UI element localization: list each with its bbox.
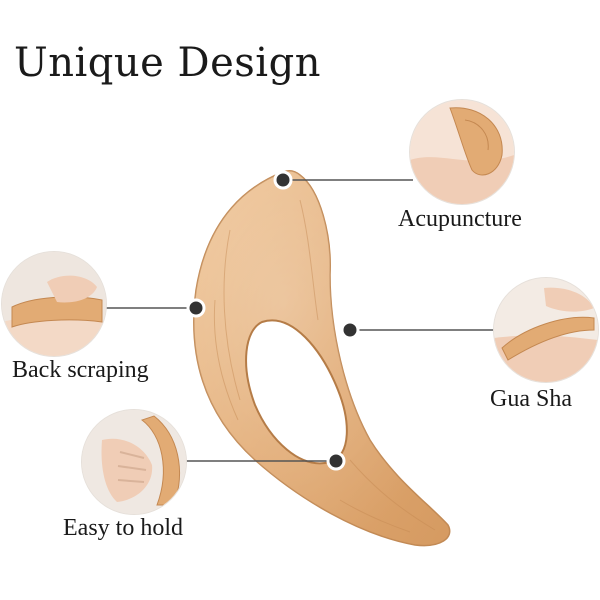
headline: Unique Design <box>14 40 321 86</box>
gua-sha-photo <box>494 278 598 382</box>
label-gua-sha: Gua Sha <box>490 386 572 412</box>
label-easy-to-hold: Easy to hold <box>63 515 183 541</box>
easy-to-hold-photo <box>82 410 186 514</box>
back-scraping-photo <box>2 252 106 356</box>
acupuncture-photo <box>410 100 514 204</box>
label-back-scraping: Back scraping <box>12 357 149 383</box>
label-acupuncture: Acupuncture <box>398 206 522 232</box>
